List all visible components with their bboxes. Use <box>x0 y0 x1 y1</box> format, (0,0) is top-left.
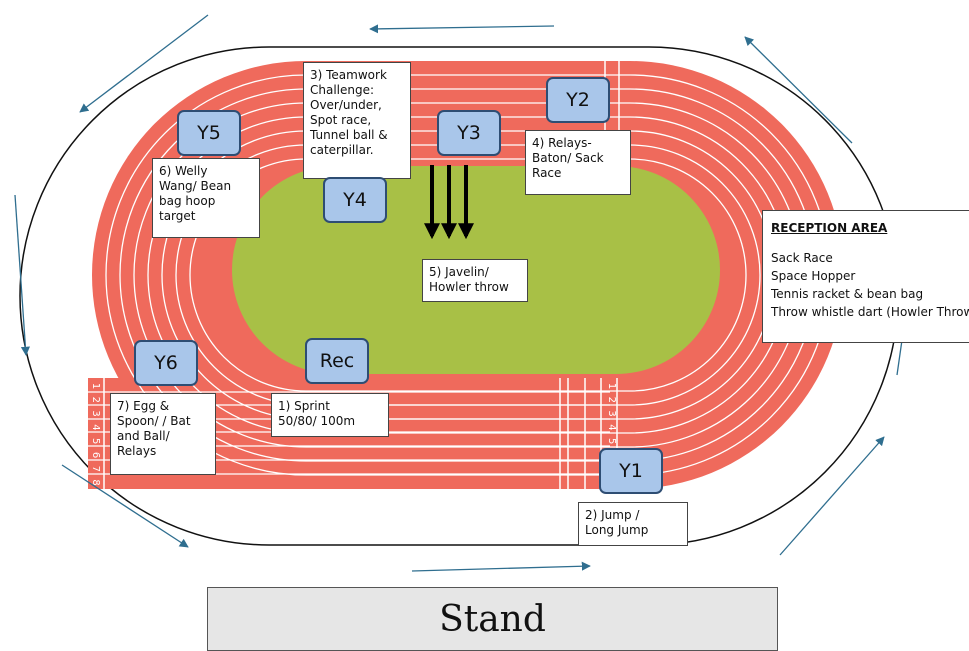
reception-item: Throw whistle dart (Howler Throw) <box>771 305 969 319</box>
lane-numbers-right: 1 2 3 4 5 <box>606 383 617 445</box>
station-teamwork-challenge: 3) Teamwork Challenge: Over/under, Spot … <box>303 62 411 179</box>
lane-number: 4 <box>606 424 617 430</box>
arrow-bottom-right <box>779 436 885 556</box>
reception-item: Tennis racket & bean bag <box>771 287 924 301</box>
lane-number: 5 <box>606 438 617 444</box>
reception-item: Space Hopper <box>771 269 856 283</box>
year-badge-y6: Y6 <box>134 340 198 386</box>
year-badge-y2: Y2 <box>546 77 610 123</box>
reception-item: Sack Race <box>771 251 833 265</box>
lane-number: 4 <box>90 424 101 430</box>
year-badge-y4: Y4 <box>323 177 387 223</box>
reception-area-title: RECEPTION AREA <box>771 221 888 235</box>
station-welly-wang: 6) Welly Wang/ Bean bag hoop target <box>152 158 260 238</box>
arrow-top-left <box>79 14 209 113</box>
lane-number: 3 <box>606 410 617 416</box>
arrow-bottom-left <box>61 464 189 548</box>
reception-area-panel: RECEPTION AREA Sack Race Space Hopper Te… <box>762 210 969 343</box>
lane-number: 1 <box>90 383 101 389</box>
lane-numbers-left: 1 2 3 4 5 6 7 8 <box>90 383 101 486</box>
arrow-left <box>14 194 30 356</box>
arrow-bottom <box>411 561 591 572</box>
year-badge-y3: Y3 <box>437 110 501 156</box>
station-jump: 2) Jump / Long Jump <box>578 502 688 546</box>
lane-number: 7 <box>90 466 101 472</box>
circulation-arrows <box>14 14 907 572</box>
arrow-top <box>369 24 555 34</box>
station-relays: 4) Relays- Baton/ Sack Race <box>525 130 631 195</box>
lane-number: 3 <box>90 410 101 416</box>
arrow-top-right <box>744 36 853 144</box>
stand: Stand <box>207 587 778 651</box>
station-javelin: 5) Javelin/ Howler throw <box>422 259 528 302</box>
year-badge-y5: Y5 <box>177 110 241 156</box>
lane-number: 2 <box>90 397 101 403</box>
lane-number: 8 <box>90 479 101 485</box>
year-badge-rec: Rec <box>305 338 369 384</box>
station-egg-spoon: 7) Egg & Spoon/ / Bat and Ball/ Relays <box>110 393 216 475</box>
lane-number: 1 <box>606 383 617 389</box>
lane-number: 2 <box>606 397 617 403</box>
javelin-arrows <box>424 165 474 240</box>
lane-number: 5 <box>90 438 101 444</box>
lane-number: 6 <box>90 452 101 458</box>
station-sprint: 1) Sprint 50/80/ 100m <box>271 393 389 437</box>
year-badge-y1: Y1 <box>599 448 663 494</box>
